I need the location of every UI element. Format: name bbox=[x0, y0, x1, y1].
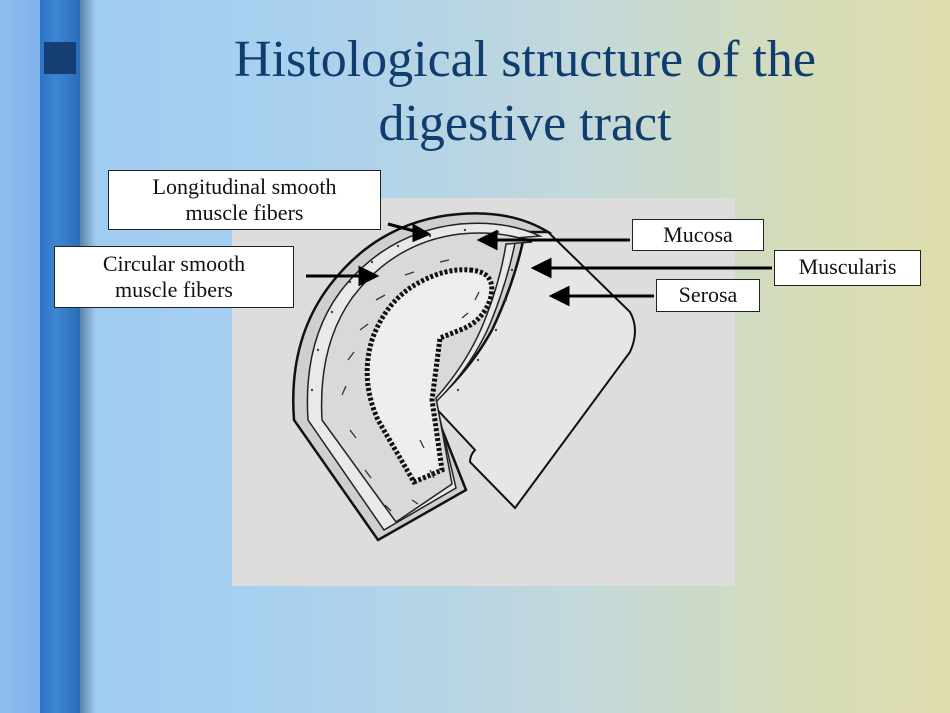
label-serosa-text: Serosa bbox=[679, 282, 738, 307]
label-mucosa: Mucosa bbox=[632, 219, 764, 251]
label-mucosa-text: Mucosa bbox=[663, 222, 733, 247]
label-circular-line-1: Circular smooth bbox=[55, 251, 293, 277]
label-muscularis: Muscularis bbox=[774, 250, 921, 286]
label-circular-line-2: muscle fibers bbox=[55, 277, 293, 303]
label-longitudinal-line-2: muscle fibers bbox=[109, 200, 380, 226]
label-longitudinal-line-1: Longitudinal smooth bbox=[109, 174, 380, 200]
label-muscularis-text: Muscularis bbox=[799, 254, 897, 279]
label-serosa: Serosa bbox=[656, 279, 760, 312]
label-circular-muscle: Circular smooth muscle fibers bbox=[54, 246, 294, 308]
label-longitudinal-muscle: Longitudinal smooth muscle fibers bbox=[108, 170, 381, 230]
